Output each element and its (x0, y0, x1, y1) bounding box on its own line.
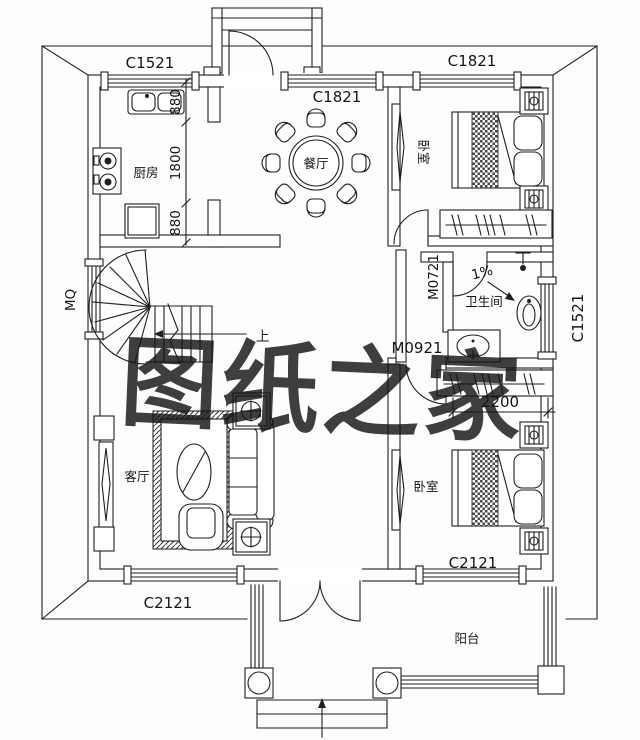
door-vestibule (228, 30, 274, 76)
label-window-left: MQ (63, 289, 79, 311)
label-window-top-right: C1821 (448, 52, 497, 70)
eave-corner-diagonal (41, 580, 89, 620)
label-window-bottom-living: C2121 (144, 594, 193, 612)
balcony-column (244, 667, 274, 699)
nightstand (519, 527, 549, 555)
label-bathroom: 卫生间 (465, 294, 503, 309)
armchair (178, 503, 224, 551)
label-kitchen: 厨房 (133, 165, 158, 180)
closet-dimension (445, 397, 556, 419)
kitchen-stove (92, 147, 122, 195)
stair-up-arrow (154, 330, 247, 338)
balcony-column (372, 667, 402, 699)
window-top-right (412, 71, 522, 91)
balcony-pillar (537, 665, 565, 695)
nightstand (519, 87, 549, 115)
eave-corner-diagonal (552, 45, 598, 76)
bedroom-bottom-furniture (391, 421, 549, 555)
dim-880-top: 880 (168, 89, 184, 115)
label-window-top-middle: C1821 (313, 88, 362, 106)
bed-top (451, 111, 545, 189)
label-bedroom-top: 卧室 (416, 139, 431, 164)
window-right-bathroom (537, 276, 557, 360)
kitchen-counter (124, 203, 160, 239)
label-door-bathroom: M0721 (426, 254, 442, 300)
dim-1800: 1800 (168, 146, 184, 180)
tv-cabinet-bedroom-bottom (391, 449, 401, 531)
bathroom-fixtures (447, 252, 542, 363)
label-dining: 餐厅 (303, 156, 328, 171)
kitchen-sink (127, 89, 185, 115)
label-balcony: 阳台 (454, 631, 479, 646)
balcony (244, 584, 565, 738)
slope-arrow (487, 281, 515, 301)
entry-steps (256, 698, 388, 738)
nightstand (519, 185, 549, 213)
nightstand (519, 421, 549, 449)
eave-corner-diagonal (41, 45, 89, 76)
label-window-right: C1521 (569, 294, 587, 343)
dim-880-bottom: 880 (168, 210, 184, 236)
label-slope: 1% (470, 263, 495, 284)
stair-break-line (167, 303, 181, 365)
label-bedroom-bottom: 卧室 (413, 479, 438, 494)
label-living: 客厅 (124, 469, 149, 484)
tv-cabinet-bedroom-top (391, 103, 401, 191)
window-left-mq (84, 258, 104, 340)
living-room-furniture (93, 392, 275, 556)
label-closet-dim: 2200 (481, 393, 519, 411)
kitchen-fixtures (92, 89, 185, 239)
watermark-text: 图纸之家 (118, 326, 527, 458)
label-window-top-left: C1521 (126, 54, 175, 72)
window-top-middle (280, 71, 384, 91)
wash-basin (447, 329, 501, 363)
kitchen-dimension: 880 1800 880 (168, 77, 191, 248)
dining-table (261, 108, 371, 218)
wardrobe-bedroom-top (439, 209, 553, 239)
staircase (88, 249, 247, 365)
label-stairs-up: 上 (256, 329, 270, 345)
tv-unit-living (93, 415, 115, 552)
bedroom-top-furniture (391, 87, 553, 239)
label-door-bedroom-bottom: M0921 (391, 339, 442, 357)
floor-drain (515, 252, 531, 271)
label-window-bottom-bedroom: C2121 (449, 554, 498, 572)
wall-openings (86, 73, 555, 583)
window-top-left (100, 71, 200, 91)
bed-bottom (451, 449, 545, 527)
top-vestibule (203, 7, 323, 76)
speaker-top (232, 392, 271, 430)
window-bottom-bedroom (415, 565, 527, 585)
door-entry-double (279, 580, 361, 622)
door-bedroom-top (393, 209, 429, 245)
squat-toilet (516, 295, 542, 331)
speaker-bottom (232, 518, 271, 556)
window-bottom-living (123, 565, 245, 585)
door-bathroom (452, 261, 488, 297)
wardrobe-bedroom-bottom (436, 369, 554, 397)
coffee-table (176, 443, 212, 501)
